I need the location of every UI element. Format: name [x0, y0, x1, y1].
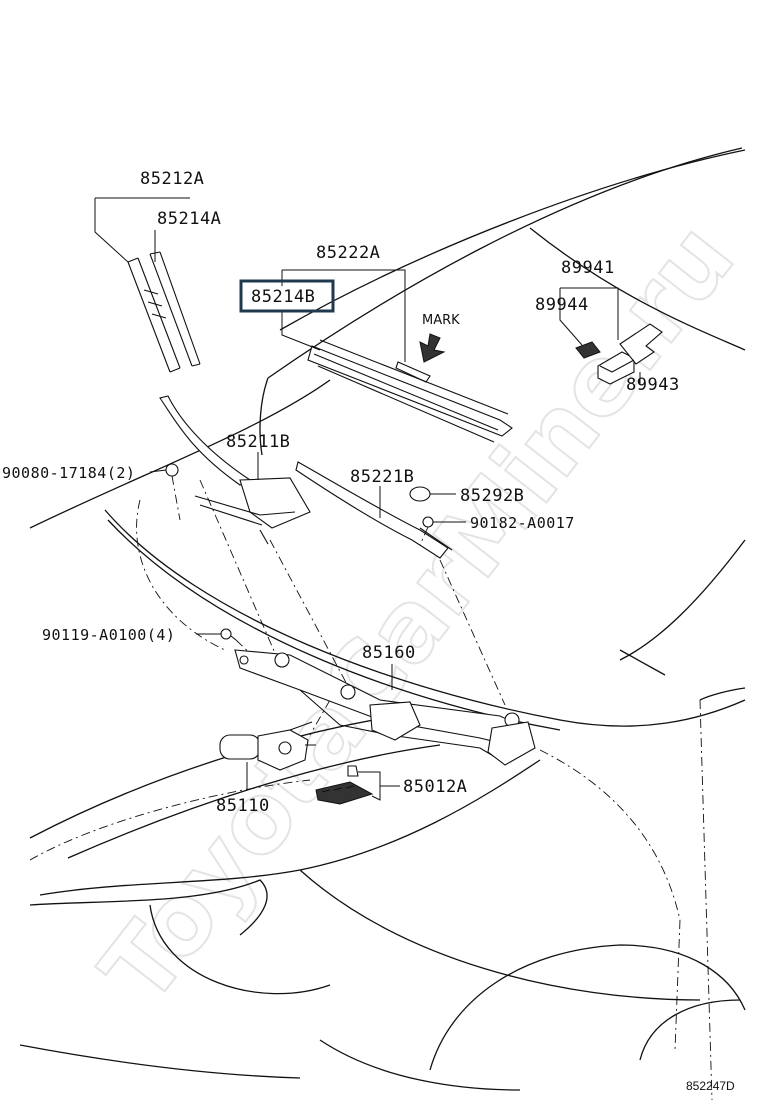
washer-pad-89944[interactable]	[575, 341, 601, 359]
label-85110[interactable]: 85110	[216, 796, 270, 816]
watermark: ToyotaCarMine.ru	[80, 203, 756, 1024]
wiper-link-85160[interactable]	[234, 649, 536, 766]
label-85221B[interactable]: 85221B	[350, 467, 414, 487]
label-85160[interactable]: 85160	[362, 643, 416, 663]
wiper-arm-85211B[interactable]	[159, 395, 311, 545]
wiper-motor-85110[interactable]	[219, 721, 316, 771]
diagram-code: 852247D	[686, 1079, 735, 1093]
nut-90080-17184[interactable]	[165, 463, 179, 477]
label-89944[interactable]: 89944	[535, 295, 589, 315]
label-85211B[interactable]: 85211B	[226, 432, 290, 452]
wiper-blade-85222A[interactable]	[307, 339, 513, 443]
label-90080-17184[interactable]: 90080-17184(2)	[2, 464, 135, 482]
vehicle-body-outline	[19, 147, 746, 1101]
nut-90182-A0017[interactable]	[422, 516, 434, 528]
label-90119-A0100[interactable]: 90119-A0100(4)	[42, 626, 175, 644]
wiper-blade-85212A[interactable]	[127, 251, 201, 373]
cover-85012A[interactable]	[315, 765, 374, 805]
label-85214A[interactable]: 85214A	[157, 209, 221, 229]
label-85214B[interactable]: 85214B	[251, 287, 315, 307]
mark-arrow-icon	[419, 333, 446, 363]
label-85212A[interactable]: 85212A	[140, 169, 204, 189]
label-90182-A0017[interactable]: 90182-A0017	[470, 514, 575, 532]
label-85012A[interactable]: 85012A	[403, 777, 467, 797]
highlight-box-85214B	[239, 279, 335, 313]
cap-85292B[interactable]	[409, 486, 431, 502]
label-85222A[interactable]: 85222A	[316, 243, 380, 263]
label-89941[interactable]: 89941	[561, 258, 615, 278]
wiper-arm-85221B[interactable]	[295, 461, 453, 559]
mark-label: MARK	[422, 313, 460, 328]
label-89943[interactable]: 89943	[626, 375, 680, 395]
bolt-90119-A0100[interactable]	[220, 628, 237, 641]
assembly-lines	[136, 475, 506, 736]
washer-nozzle-89943[interactable]	[597, 323, 663, 385]
label-85292B[interactable]: 85292B	[460, 486, 524, 506]
